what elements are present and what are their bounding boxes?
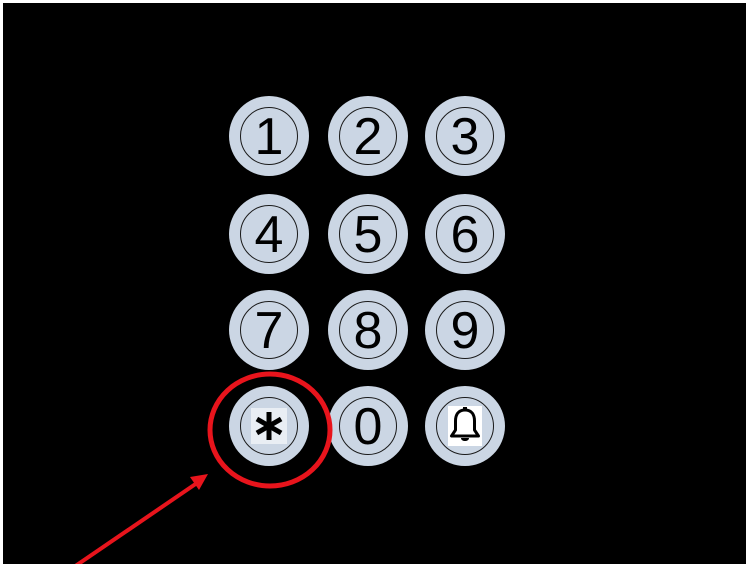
annotation-overlay (74, 371, 333, 564)
key-ring: 7 (240, 301, 298, 359)
key-5-label: 5 (353, 206, 383, 264)
annotation-arrowhead (190, 474, 208, 490)
key-1-label: 1 (254, 108, 284, 166)
key-7-label: 7 (254, 302, 284, 360)
bell-icon (448, 406, 482, 446)
key-6[interactable]: 6 (425, 194, 505, 274)
key-ring: 6 (436, 205, 494, 263)
key-ring: 5 (339, 205, 397, 263)
key-6-label: 6 (450, 206, 480, 264)
key-7[interactable]: 7 (229, 290, 309, 370)
key-ring: 1 (240, 107, 298, 165)
key-2-label: 2 (353, 108, 383, 166)
keypad-screen: 1 2 3 4 5 6 7 8 (3, 3, 746, 564)
key-1[interactable]: 1 (229, 96, 309, 176)
key-ring: 8 (339, 301, 397, 359)
key-8-label: 8 (353, 302, 383, 360)
key-3-label: 3 (450, 108, 480, 166)
key-0-label: 0 (353, 398, 383, 456)
key-9-label: 9 (450, 302, 480, 360)
annotation-arrow (74, 481, 199, 564)
asterisk-icon (251, 408, 287, 444)
key-2[interactable]: 2 (328, 96, 408, 176)
key-5[interactable]: 5 (328, 194, 408, 274)
key-star[interactable] (229, 386, 309, 466)
key-4[interactable]: 4 (229, 194, 309, 274)
key-bell[interactable] (425, 386, 505, 466)
key-8[interactable]: 8 (328, 290, 408, 370)
key-4-label: 4 (254, 206, 284, 264)
key-3[interactable]: 3 (425, 96, 505, 176)
key-ring: 0 (339, 397, 397, 455)
key-ring (436, 397, 494, 455)
key-ring: 2 (339, 107, 397, 165)
key-9[interactable]: 9 (425, 290, 505, 370)
key-0[interactable]: 0 (328, 386, 408, 466)
key-ring: 9 (436, 301, 494, 359)
key-ring: 3 (436, 107, 494, 165)
key-ring: 4 (240, 205, 298, 263)
key-ring (240, 397, 298, 455)
